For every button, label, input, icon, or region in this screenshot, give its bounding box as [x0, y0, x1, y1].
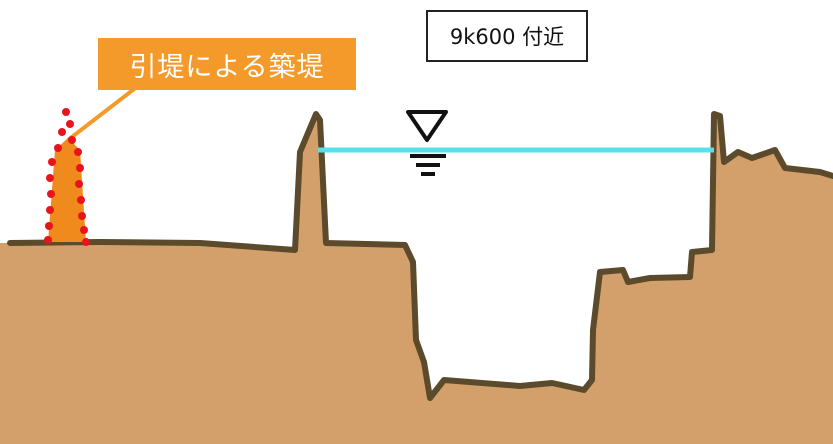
callout-leader-line	[66, 84, 140, 142]
levee-dot-outline	[44, 108, 90, 246]
setback-levee	[44, 108, 90, 246]
ground-outline	[7, 111, 833, 401]
setback-levee-callout: 引堤による築堤	[98, 38, 356, 90]
location-label-box: 9k600 付近	[426, 10, 588, 62]
water-level-symbol-icon	[406, 110, 448, 176]
callout-label-text: 引堤による築堤	[129, 51, 325, 83]
location-label: 9k600 付近	[449, 25, 565, 49]
ground-soil	[0, 114, 833, 444]
